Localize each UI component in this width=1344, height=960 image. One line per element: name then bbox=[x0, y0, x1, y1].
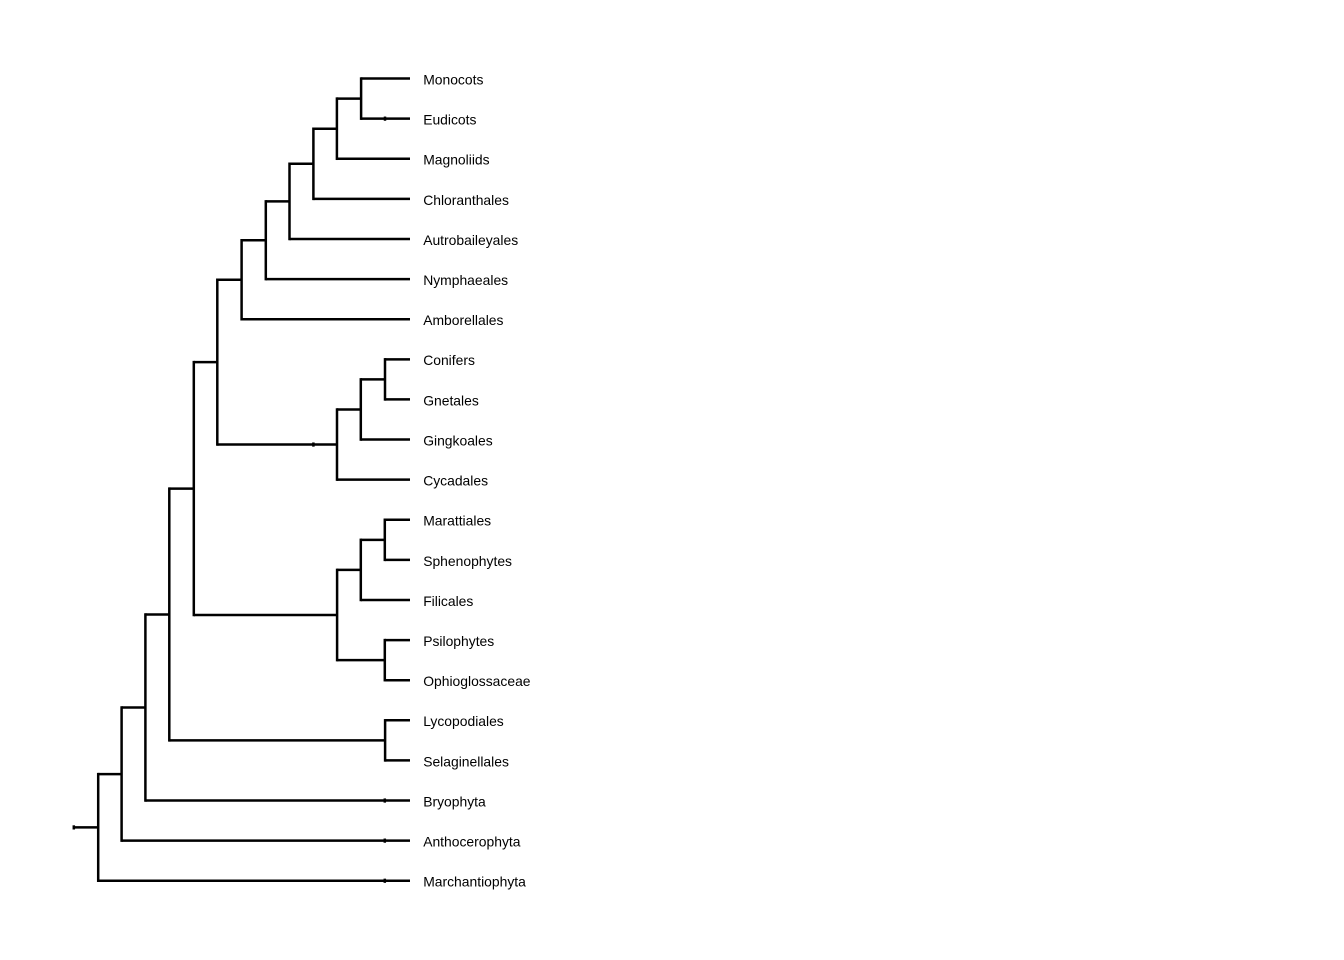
svg-text:Cycadales: Cycadales bbox=[423, 473, 488, 489]
svg-text:Autrobaileyales: Autrobaileyales bbox=[423, 232, 518, 248]
svg-text:Chloranthales: Chloranthales bbox=[423, 192, 509, 208]
svg-text:Eudicots: Eudicots bbox=[423, 112, 476, 128]
svg-text:Magnoliids: Magnoliids bbox=[423, 152, 489, 168]
svg-text:Sphenophytes: Sphenophytes bbox=[423, 553, 512, 569]
svg-text:Conifers: Conifers bbox=[423, 352, 475, 368]
svg-text:Gnetales: Gnetales bbox=[423, 392, 479, 408]
svg-text:Marchantiophyta: Marchantiophyta bbox=[423, 874, 526, 890]
svg-text:Gingkoales: Gingkoales bbox=[423, 432, 493, 448]
svg-text:Marattiales: Marattiales bbox=[423, 513, 491, 529]
svg-text:Anthocerophyta: Anthocerophyta bbox=[423, 834, 521, 850]
svg-text:Monocots: Monocots bbox=[423, 71, 483, 87]
svg-text:Ophioglossaceae: Ophioglossaceae bbox=[423, 673, 531, 689]
svg-text:Lycopodiales: Lycopodiales bbox=[423, 713, 504, 729]
svg-text:Nymphaeales: Nymphaeales bbox=[423, 272, 508, 288]
svg-text:Selaginellales: Selaginellales bbox=[423, 753, 509, 769]
svg-text:Filicales: Filicales bbox=[423, 593, 473, 609]
svg-text:Psilophytes: Psilophytes bbox=[423, 633, 494, 649]
svg-text:Bryophyta: Bryophyta bbox=[423, 793, 486, 809]
svg-text:Amborellales: Amborellales bbox=[423, 312, 503, 328]
